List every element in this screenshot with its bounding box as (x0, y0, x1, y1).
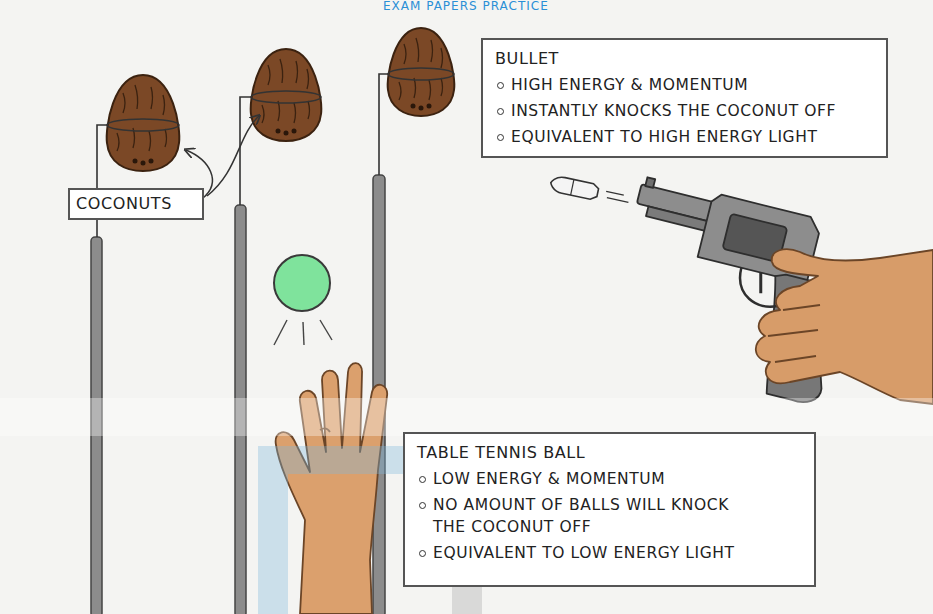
bullet-text: INSTANTLY KNOCKS THE COCONUT OFF (511, 100, 874, 122)
bullet-text: EQUIVALENT TO LOW ENERGY LIGHT (433, 542, 802, 564)
coconut (251, 49, 322, 141)
leader-arrows (186, 116, 259, 198)
bullet-dot (497, 134, 504, 141)
bullet-dot (497, 108, 504, 115)
bullet-item: LOW ENERGY & MOMENTUM (417, 468, 802, 490)
bullet-dot (497, 82, 504, 89)
watermark-text: EXAM PAPERS PRACTICE (383, 0, 549, 13)
bullet (549, 175, 631, 207)
box-heading: BULLET (495, 48, 874, 70)
bullet-text: LOW ENERGY & MOMENTUM (433, 468, 802, 490)
bullet-item: HIGH ENERGY & MOMENTUM (495, 74, 874, 96)
table-tennis-ball (274, 255, 332, 345)
bullet-text: NO AMOUNT OF BALLS WILL KNOCK THE COCONU… (433, 494, 733, 538)
coconut (107, 75, 180, 171)
info-box: TABLE TENNIS BALL LOW ENERGY & MOMENTUM NO… (403, 432, 816, 587)
bullet-dot (419, 550, 426, 557)
bullet-item: EQUIVALENT TO LOW ENERGY LIGHT (417, 542, 802, 564)
coconut (388, 28, 455, 116)
bullet-text: HIGH ENERGY & MOMENTUM (511, 74, 874, 96)
bullet-text: EQUIVALENT TO HIGH ENERGY LIGHT (511, 126, 874, 148)
bullet-item: EQUIVALENT TO HIGH ENERGY LIGHT (495, 126, 874, 148)
info-box: BULLET HIGH ENERGY & MOMENTUM INSTANTLY KN… (481, 38, 888, 158)
label-tag: COCONUTS (68, 188, 204, 220)
watermark (0, 398, 933, 614)
bullet-item: INSTANTLY KNOCKS THE COCONUT OFF (495, 100, 874, 122)
gun-hand (756, 249, 933, 404)
bullet-dot (419, 476, 426, 483)
bullet-item: NO AMOUNT OF BALLS WILL KNOCK THE COCONU… (417, 494, 802, 538)
box-heading: COCONUTS (76, 193, 196, 215)
bullet-dot (419, 502, 426, 509)
box-heading: TABLE TENNIS BALL (417, 442, 802, 464)
